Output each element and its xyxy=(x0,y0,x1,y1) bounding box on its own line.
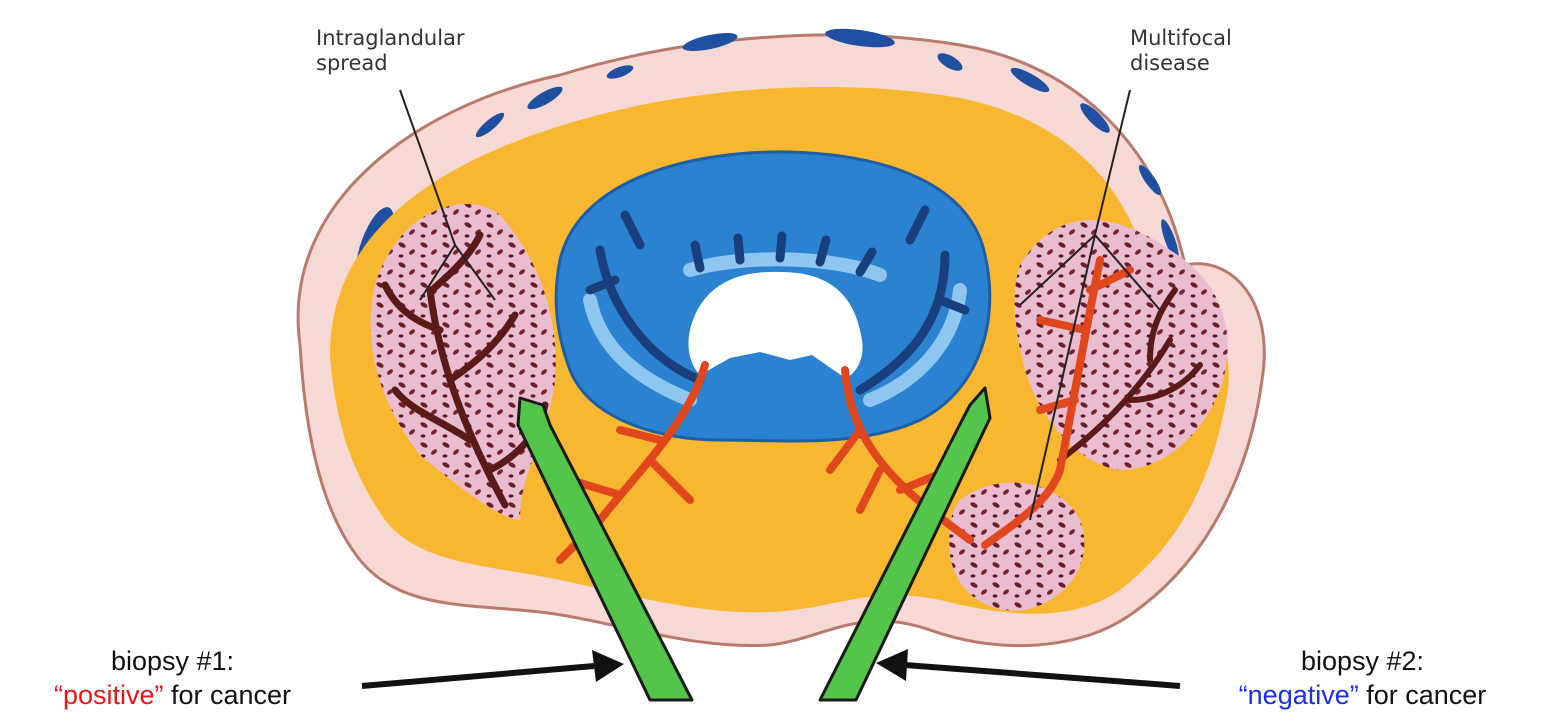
label-intraglandular-spread: Intraglandular spread xyxy=(316,26,465,76)
biopsy-1-title: biopsy #1: xyxy=(0,644,345,678)
biopsy-2-caption: biopsy #2: “negative” for cancer xyxy=(1185,644,1540,712)
biopsy-2-title: biopsy #2: xyxy=(1185,644,1540,678)
label-multifocal-line-1: Multifocal xyxy=(1130,26,1232,51)
label-multifocal-line-2: disease xyxy=(1130,51,1232,76)
biopsy-2-suffix: for cancer xyxy=(1359,680,1487,710)
label-intraglandular-line-2: spread xyxy=(316,51,465,76)
label-multifocal-disease: Multifocal disease xyxy=(1130,26,1232,76)
biopsy-1-caption: biopsy #1: “positive” for cancer xyxy=(0,644,345,712)
biopsy-2-result-line: “negative” for cancer xyxy=(1185,678,1540,712)
biopsy-1-suffix: for cancer xyxy=(163,680,291,710)
biopsy-1-result-line: “positive” for cancer xyxy=(0,678,345,712)
arrow-biopsy-1-head xyxy=(592,650,624,682)
arrow-biopsy-2-head xyxy=(876,649,908,681)
biopsy-1-result: “positive” xyxy=(54,680,164,710)
label-intraglandular-line-1: Intraglandular xyxy=(316,26,465,51)
arrow-biopsy-1-shaft xyxy=(362,666,594,686)
biopsy-2-result: “negative” xyxy=(1239,680,1359,710)
arrow-biopsy-2-shaft xyxy=(905,665,1180,686)
